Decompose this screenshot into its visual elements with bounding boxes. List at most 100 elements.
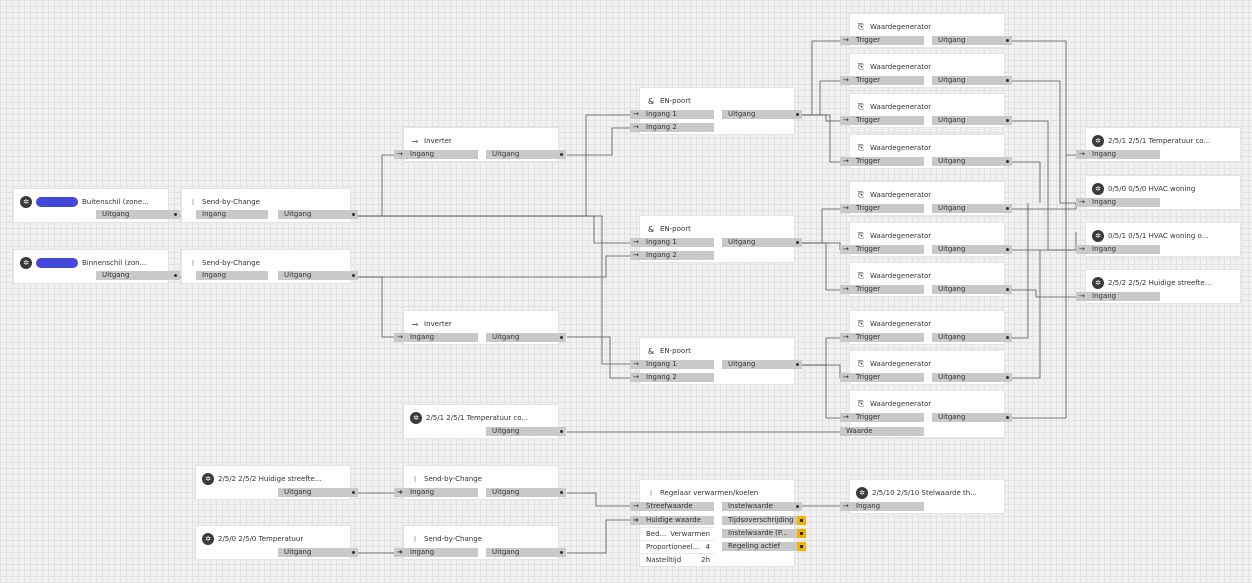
output-port[interactable]: Uitgang [278, 488, 358, 497]
input-port[interactable]: Ingang [196, 210, 268, 219]
input-port[interactable]: Trigger [840, 36, 924, 45]
output-port[interactable]: Uitgang [278, 271, 358, 280]
input-port[interactable]: Trigger [840, 285, 924, 294]
output-port[interactable]: Uitgang [932, 36, 1012, 45]
input-port[interactable]: Trigger [840, 373, 924, 382]
output-port[interactable]: Uitgang [932, 373, 1012, 382]
input-port[interactable]: Trigger [840, 157, 924, 166]
node-send-by-change[interactable]: ⁝Send-by-Change Ingang Uitgang [394, 466, 566, 499]
param-nastelltijd[interactable]: Nastelltijd 2h [640, 553, 714, 565]
output-port-instelwaarde-p[interactable]: Instelwaarde (P... [722, 529, 806, 538]
output-port[interactable]: Uitgang [932, 245, 1012, 254]
node-source-temperatuur-co[interactable]: ✲2/5/1 2/5/1 Temperatuur co... Uitgang [404, 405, 566, 438]
node-regelaar[interactable]: ⁝Regelaar verwarmen/koelen Streefwaarde … [630, 480, 806, 566]
node-waardegenerator[interactable]: ⎘Waardegenerator Trigger Uitgang [840, 223, 1012, 256]
input-port-huidige-waarde[interactable]: Huidige waarde [630, 516, 714, 525]
node-target-stelwaarde[interactable]: ✲2/5/10 2/5/10 Stelwaarde th... Ingang [840, 480, 1004, 513]
output-port[interactable]: Uitgang [486, 488, 566, 497]
input-port[interactable]: Ingang [394, 150, 478, 159]
output-port[interactable]: Uitgang [278, 548, 358, 557]
output-port[interactable]: Uitgang [932, 413, 1012, 422]
value-generator-icon: ⎘ [857, 231, 865, 240]
node-send-by-change[interactable]: ⁝ Send-by-Change Ingang Uitgang [182, 189, 358, 222]
input-port[interactable]: Ingang [394, 488, 478, 497]
node-en-poort[interactable]: & EN-poort Ingang 1 Ingang 2 Uitgang [630, 338, 802, 384]
input-port-1[interactable]: Ingang 1 [630, 360, 714, 369]
node-inverter[interactable]: ⊸ Inverter Ingang Uitgang [394, 128, 566, 161]
output-port[interactable]: Uitgang [932, 333, 1012, 342]
node-title: Regelaar verwarmen/koelen [660, 489, 759, 497]
node-waardegenerator[interactable]: ⎘Waardegenerator Trigger Uitgang [840, 14, 1012, 47]
node-waardegenerator[interactable]: ⎘Waardegenerator Trigger Uitgang [840, 182, 1012, 215]
input-port-2[interactable]: Ingang 2 [630, 373, 714, 382]
input-port[interactable]: Trigger [840, 245, 924, 254]
node-header: ⎘Waardegenerator [856, 60, 1000, 74]
node-target-hvac-o[interactable]: ✲0/5/1 0/5/1 HVAC woning o... Ingang [1076, 223, 1240, 256]
param-proportioneel[interactable]: Proportioneel... 4 [640, 540, 714, 552]
input-port[interactable]: Ingang [1076, 245, 1160, 254]
node-waardegenerator[interactable]: ⎘Waardegenerator Trigger Uitgang [840, 135, 1012, 168]
node-source-huidige[interactable]: ✲2/5/2 2/5/2 Huidige streefte... Uitgang [196, 466, 358, 499]
node-waardegenerator[interactable]: ⎘Waardegenerator Trigger Uitgang [840, 311, 1012, 344]
node-header: ⎘Waardegenerator [856, 317, 1000, 331]
node-binnenschil[interactable]: ✲ Binnenschil (zon... Uitgang [14, 250, 180, 283]
node-waardegenerator[interactable]: ⎘Waardegenerator Trigger Uitgang [840, 94, 1012, 127]
output-port[interactable]: Uitgang [722, 360, 802, 369]
node-waardegenerator[interactable]: ⎘Waardegenerator Trigger Uitgang [840, 263, 1012, 296]
output-port[interactable]: Uitgang [486, 150, 566, 159]
node-target-temperatuur[interactable]: ✲2/5/1 2/5/1 Temperatuur co... Ingang [1076, 128, 1240, 161]
output-port-regeling-actief[interactable]: Regeling actief [722, 542, 806, 551]
input-port-waarde[interactable]: Waarde [840, 427, 924, 436]
output-port-instelwaarde[interactable]: Instelwaarde [722, 502, 802, 511]
output-port[interactable]: Uitgang [722, 110, 802, 119]
output-port[interactable]: Uitgang [96, 210, 180, 219]
input-port-2[interactable]: Ingang 2 [630, 123, 714, 132]
output-port[interactable]: Uitgang [278, 210, 358, 219]
node-waardegenerator[interactable]: ⎘Waardegenerator Trigger Uitgang [840, 351, 1012, 384]
output-port[interactable]: Uitgang [96, 271, 180, 280]
input-port[interactable]: Ingang [1076, 198, 1160, 207]
input-port[interactable]: Trigger [840, 204, 924, 213]
output-port[interactable]: Uitgang [722, 238, 802, 247]
input-port[interactable]: Ingang [394, 333, 478, 342]
param-bedrijfsmodus[interactable]: Bed... Verwarmen [640, 527, 714, 539]
output-port[interactable]: Uitgang [932, 76, 1012, 85]
input-port[interactable]: Trigger [840, 116, 924, 125]
input-port[interactable]: Trigger [840, 76, 924, 85]
value-generator-icon: ⎘ [857, 399, 865, 408]
output-port[interactable]: Uitgang [486, 427, 566, 436]
input-port[interactable]: Trigger [840, 333, 924, 342]
node-title: Waardegenerator [870, 23, 932, 31]
input-port[interactable]: Ingang [1076, 150, 1160, 159]
node-target-huidige[interactable]: ✲2/5/2 2/5/2 Huidige streefte... Ingang [1076, 270, 1240, 303]
input-port[interactable]: Ingang [1076, 292, 1160, 301]
node-en-poort[interactable]: & EN-poort Ingang 1 Ingang 2 Uitgang [630, 216, 802, 262]
node-buitenschil[interactable]: ✲ Buitenschil (zone... Uitgang [14, 189, 180, 222]
input-port[interactable]: Ingang [196, 271, 268, 280]
input-port-1[interactable]: Ingang 1 [630, 110, 714, 119]
input-port[interactable]: Ingang [840, 502, 924, 511]
node-target-hvac[interactable]: ✲0/5/0 0/5/0 HVAC woning Ingang [1076, 176, 1240, 209]
output-port[interactable]: Uitgang [932, 204, 1012, 213]
input-port[interactable]: Trigger [840, 413, 924, 422]
input-port-1[interactable]: Ingang 1 [630, 238, 714, 247]
redacted-scribble [36, 197, 78, 207]
node-en-poort[interactable]: & EN-poort Ingang 1 Ingang 2 Uitgang [630, 88, 802, 134]
output-port[interactable]: Uitgang [486, 548, 566, 557]
output-port[interactable]: Uitgang [932, 116, 1012, 125]
node-inverter[interactable]: ⊸ Inverter Ingang Uitgang [394, 311, 566, 344]
node-waardegenerator[interactable]: ⎘Waardegenerator Trigger Uitgang [840, 54, 1012, 87]
node-send-by-change[interactable]: ⁝ Send-by-Change Ingang Uitgang [182, 250, 358, 283]
node-send-by-change[interactable]: ⁝Send-by-Change Ingang Uitgang [394, 526, 566, 559]
output-port[interactable]: Uitgang [932, 285, 1012, 294]
input-port-2[interactable]: Ingang 2 [630, 251, 714, 260]
node-header: ✲0/5/0 0/5/0 HVAC woning [1092, 182, 1236, 196]
input-port[interactable]: Ingang [394, 548, 478, 557]
node-source-temperatuur[interactable]: ✲2/5/0 2/5/0 Temperatuur Uitgang [196, 526, 358, 559]
output-port[interactable]: Uitgang [932, 157, 1012, 166]
input-port-streefwaarde[interactable]: Streefwaarde [630, 502, 714, 511]
output-port-tijdsoverschrijding[interactable]: Tijdsoverschrijding [722, 516, 806, 525]
node-waardegenerator[interactable]: ⎘Waardegenerator Trigger Waarde Uitgang [840, 391, 1012, 437]
output-port[interactable]: Uitgang [486, 333, 566, 342]
wire [358, 255, 630, 278]
